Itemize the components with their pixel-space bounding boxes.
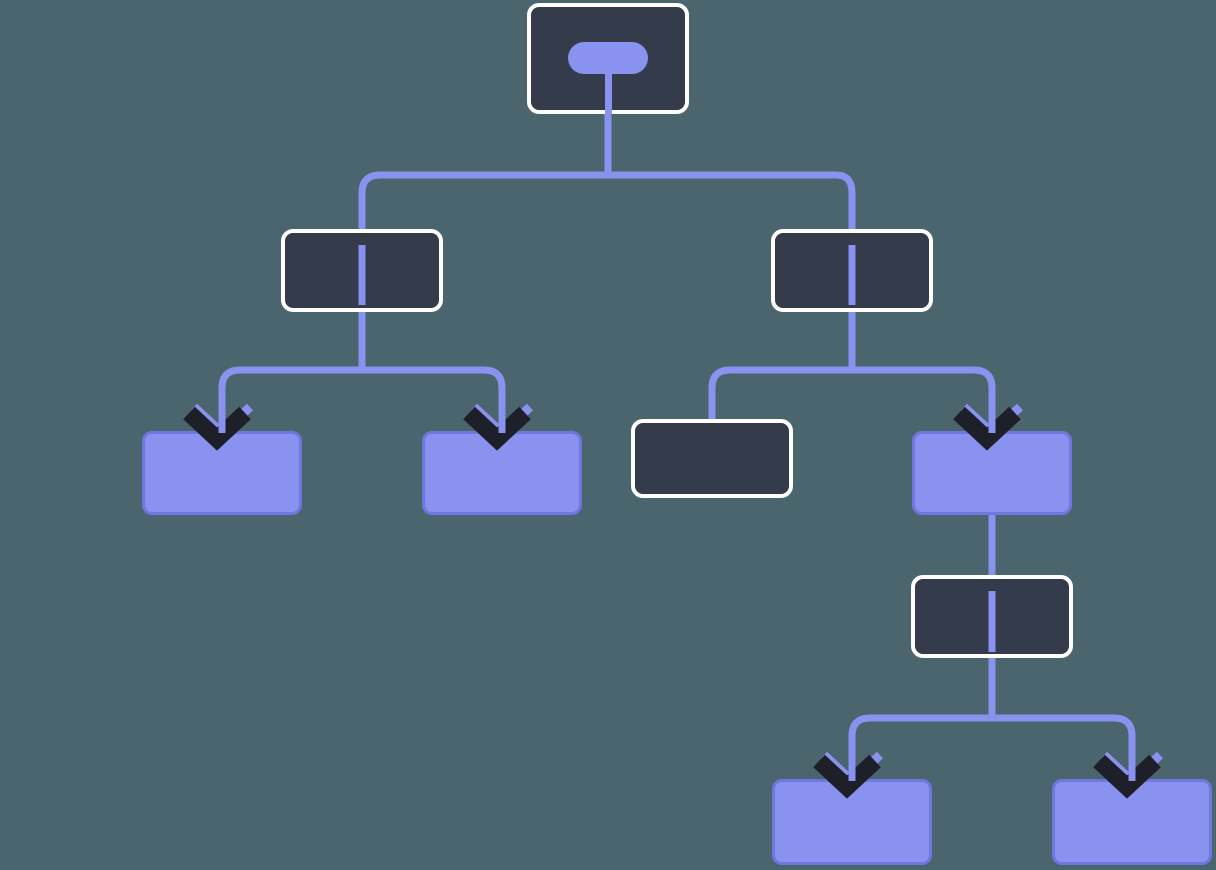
level2-leaf-b[interactable] xyxy=(422,431,582,515)
level2-branch-node[interactable] xyxy=(912,431,1072,515)
level4-leaf-a[interactable] xyxy=(772,779,932,865)
root-pill-stem xyxy=(605,74,612,114)
level2-dark-node[interactable] xyxy=(631,419,793,498)
root-pill-badge xyxy=(568,42,648,74)
level2-leaf-a[interactable] xyxy=(142,431,302,515)
level1-right-node[interactable] xyxy=(771,229,933,312)
level4-leaf-b[interactable] xyxy=(1052,779,1212,865)
root-node[interactable] xyxy=(527,3,689,114)
level3-dark-node[interactable] xyxy=(911,575,1073,658)
level1-left-node[interactable] xyxy=(281,229,443,312)
